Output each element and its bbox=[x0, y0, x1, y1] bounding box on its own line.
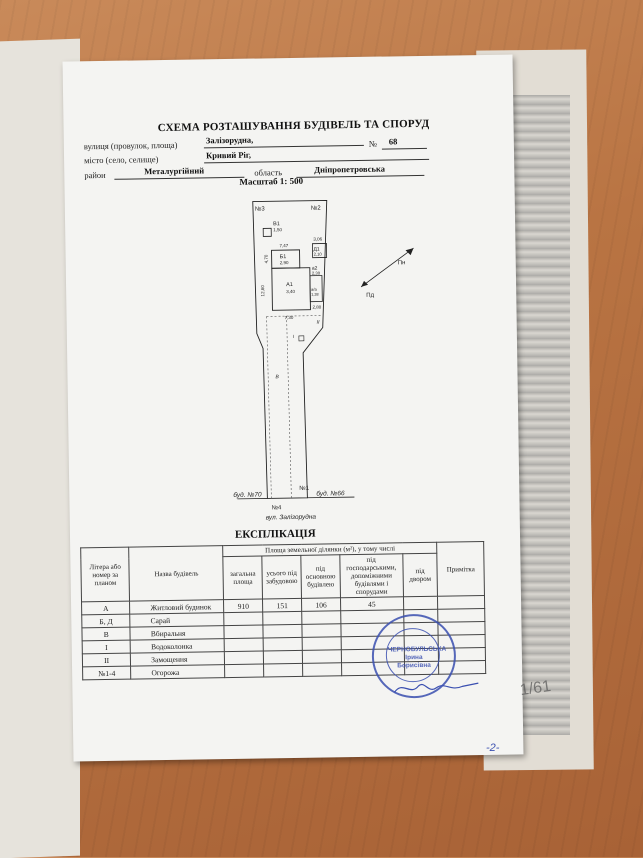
street-underline bbox=[204, 145, 364, 149]
cell-built bbox=[263, 611, 302, 625]
building-v1 bbox=[263, 228, 271, 236]
street-value: Залізорудна, bbox=[206, 135, 254, 146]
plan-label-street: вул. Залізорудна bbox=[266, 513, 317, 522]
number-underline bbox=[382, 148, 427, 150]
cell-total bbox=[224, 625, 263, 639]
stamp-line-1: ЧЕРНОБУЛЬСЬКА bbox=[388, 646, 447, 654]
cell-name: Огорожа bbox=[131, 665, 225, 679]
plan-label-south: Пд bbox=[366, 293, 374, 299]
cell-built bbox=[263, 650, 302, 664]
plan-label-roman-b: В bbox=[275, 374, 279, 380]
cell-built bbox=[264, 663, 303, 677]
plan-label-bud70: буд. №70 bbox=[233, 490, 262, 498]
signature bbox=[392, 677, 482, 698]
cell-built bbox=[263, 637, 302, 651]
cell-total bbox=[224, 638, 263, 652]
plan-label-north: Пн bbox=[398, 260, 406, 266]
plan-label-n4: №4 bbox=[272, 504, 283, 511]
cell-main bbox=[302, 650, 341, 664]
plan-label-a1h: 3,40 bbox=[286, 289, 295, 294]
water-column bbox=[299, 336, 304, 341]
header-aux: під господарськими, допоміжними будівлям… bbox=[340, 554, 403, 598]
district-value: Металургійний bbox=[144, 165, 204, 176]
oblast-value: Дніпропетровська bbox=[314, 164, 385, 175]
cell-total bbox=[224, 612, 263, 626]
document-page: СХЕМА РОЗТАШУВАННЯ БУДІВЕЛЬ ТА СПОРУД ву… bbox=[63, 55, 524, 762]
header-built: усього під забудовою bbox=[262, 555, 302, 599]
header-note: Примітка bbox=[437, 542, 484, 597]
plan-label-aa: а/а bbox=[311, 287, 317, 292]
plan-dim-1260: 12,60 bbox=[260, 285, 265, 297]
lot-boundary bbox=[253, 200, 332, 498]
cell-main: 106 bbox=[302, 598, 341, 612]
header-total: загальна площа bbox=[223, 556, 262, 600]
plan-label-a1: А1 bbox=[286, 282, 293, 288]
cell-litera: ІІ bbox=[82, 653, 131, 667]
plan-label-n1: №1 bbox=[299, 485, 310, 492]
cell-litera: А bbox=[82, 601, 131, 615]
page-number: -2- bbox=[486, 742, 499, 754]
scale-label: Масштаб 1: 500 bbox=[239, 176, 303, 187]
stamp-text: ЧЕРНОБУЛЬСЬКА Ірина Борисівна bbox=[388, 646, 440, 671]
cell-note bbox=[438, 596, 485, 610]
cell-note bbox=[438, 609, 485, 623]
plan-label-bud66: буд. №66 bbox=[316, 489, 345, 497]
header-litera: Літера або номер за планом bbox=[81, 547, 130, 602]
plan-label-b1h: 2,90 bbox=[280, 260, 289, 265]
cell-yard bbox=[403, 596, 438, 610]
city-value: Кривий Ріг, bbox=[206, 150, 251, 161]
plan-label-a2h: 2,30 bbox=[312, 271, 321, 276]
plan-dim-306: 3,06 bbox=[313, 237, 322, 242]
plan-dim-470: 4,70 bbox=[264, 254, 269, 263]
number-value: 68 bbox=[389, 136, 398, 146]
cell-main bbox=[302, 637, 341, 651]
district-label: район bbox=[84, 170, 106, 180]
cell-main bbox=[303, 663, 342, 677]
header-yard: під двором bbox=[402, 553, 437, 597]
cell-total: 910 bbox=[224, 599, 263, 613]
number-label: № bbox=[369, 139, 377, 149]
document-title: СХЕМА РОЗТАШУВАННЯ БУДІВЕЛЬ ТА СПОРУД bbox=[143, 118, 443, 135]
cell-total bbox=[225, 664, 264, 678]
street-label: вулиця (провулок, площа) bbox=[84, 140, 178, 151]
explication-title: ЕКСПЛІКАЦІЯ bbox=[235, 528, 316, 541]
plan-label-n2: №2 bbox=[311, 205, 322, 212]
cell-aux: 45 bbox=[340, 597, 403, 611]
cell-built: 151 bbox=[263, 598, 302, 612]
plan-dim-747: 7,47 bbox=[279, 243, 288, 248]
stamp-line-2: Ірина Борисівна bbox=[397, 654, 431, 669]
city-label: місто (село, селище) bbox=[84, 154, 158, 165]
plan-label-roman-i: І bbox=[293, 334, 294, 339]
plan-label-d1h: 2,10 bbox=[314, 252, 323, 257]
plan-label-roman-ii: ІІ bbox=[317, 320, 320, 326]
district-underline bbox=[114, 177, 244, 180]
plan-label-aah: 1,38 bbox=[311, 293, 318, 297]
site-plan: №3 №2 №4 №1 В1 1,50 Д1 2,10 3,06 Б1 2,90… bbox=[215, 196, 420, 529]
compass-arrow-south bbox=[361, 281, 368, 287]
cell-litera: В bbox=[82, 627, 131, 641]
plan-label-v1h: 1,50 bbox=[273, 227, 282, 232]
cell-litera: І bbox=[82, 640, 131, 654]
cell-built bbox=[263, 624, 302, 638]
cell-litera: №1-4 bbox=[83, 666, 132, 680]
oblast-underline bbox=[296, 175, 424, 178]
paving-path bbox=[267, 316, 324, 499]
header-main: під основною будівлею bbox=[301, 555, 341, 599]
cell-main bbox=[302, 624, 341, 638]
plan-label-n3: №3 bbox=[255, 205, 266, 212]
compass-arrow-north bbox=[406, 248, 414, 255]
cell-main bbox=[302, 611, 341, 625]
cell-litera: Б, Д bbox=[82, 614, 131, 628]
cell-total bbox=[225, 651, 264, 665]
compass-line bbox=[361, 248, 415, 287]
header-name: Назва будівель bbox=[129, 546, 224, 601]
plan-dim-280: 2,80 bbox=[312, 305, 321, 310]
